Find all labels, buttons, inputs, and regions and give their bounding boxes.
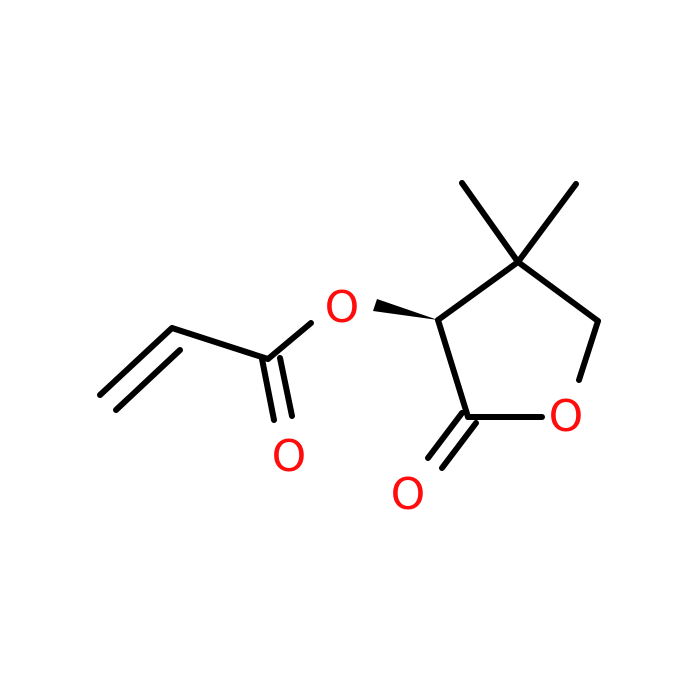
bond-lactone-carbonyl-double-b — [439, 420, 479, 471]
bond-methyl-2 — [515, 181, 579, 265]
atom-label-carbonyl-oxygen: O — [272, 431, 307, 482]
bond-lactone-carbonyl-double-a — [425, 410, 465, 461]
bond-vinyl-double-outer — [97, 325, 175, 398]
bond-wedge-chiral-oxygen — [373, 299, 438, 320]
atom-label-ester-oxygen: O — [325, 282, 360, 333]
bond-ch2-ring-oxygen — [576, 318, 601, 383]
bond-chiral-quaternary — [435, 259, 521, 323]
atom-label-lactone-oxygen: O — [391, 469, 426, 520]
bond-carbonyl-ester-oxygen — [265, 320, 314, 362]
bond-lactone-chiral — [435, 317, 471, 420]
bond-quaternary-ch2 — [515, 259, 601, 324]
bond-vinyl-carbonyl — [169, 325, 271, 362]
atom-label-ring-oxygen: O — [549, 391, 584, 442]
bond-ester-carbonyl-double-b — [277, 355, 295, 419]
bond-vinyl-double-inner — [113, 347, 183, 413]
bond-methyl-1 — [459, 180, 521, 265]
bond-ester-carbonyl-double-a — [259, 356, 277, 423]
